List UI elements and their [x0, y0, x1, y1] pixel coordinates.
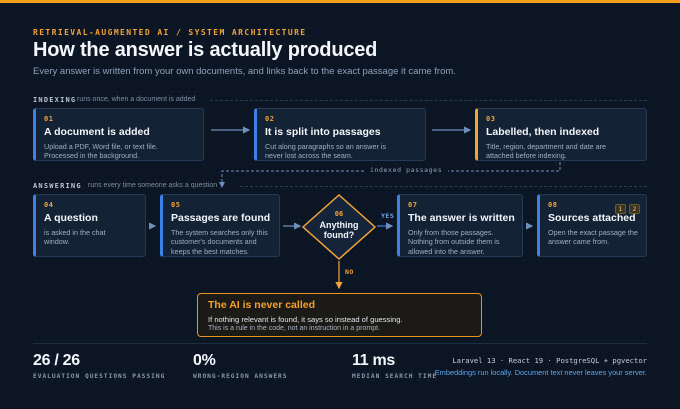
tech-stack: Laravel 13 · React 19 · PostgreSQL + pgv… — [452, 356, 647, 365]
step-number: 03 — [486, 115, 496, 123]
handoff-label: indexed passages — [364, 166, 449, 174]
fallback-title: The AI is never called — [208, 299, 315, 311]
step-number: 05 — [171, 201, 181, 209]
stat-label: MEDIAN SEARCH TIME — [352, 373, 438, 380]
step-card-07: 07 The answer is written Only from those… — [397, 194, 523, 257]
fallback-note: This is a rule in the code, not an instr… — [208, 325, 380, 332]
step-description: Open the exact passage the answer came f… — [548, 228, 638, 247]
indexing-lane-label: INDEXING — [33, 96, 77, 104]
top-accent-bar — [0, 0, 680, 3]
step-number: 02 — [265, 115, 275, 123]
step-card-08: 08 Sources attached Open the exact passa… — [537, 194, 647, 257]
stat-value: 0% — [193, 352, 216, 369]
step-title: The answer is written — [408, 212, 515, 224]
step-number: 08 — [548, 201, 558, 209]
source-badges: 1 2 — [615, 204, 640, 214]
indexing-lane-divider — [210, 100, 647, 101]
step-card-05: 05 Passages are found The system searche… — [160, 194, 280, 257]
step-card-01: 01 A document is added Upload a PDF, Wor… — [33, 108, 204, 161]
stat-search-time: 11 ms MEDIAN SEARCH TIME — [352, 352, 437, 380]
stat-evaluation: 26 / 26 EVALUATION QUESTIONS PASSING — [33, 352, 165, 380]
step-card-02: 02 It is split into passages Cut along p… — [254, 108, 426, 161]
step-number: 07 — [408, 201, 418, 209]
answering-lane-note: runs every time someone asks a question — [88, 182, 218, 189]
step-description: is asked in the chat window. — [44, 228, 106, 247]
step-number: 04 — [44, 201, 54, 209]
stat-label: WRONG-REGION ANSWERS — [193, 373, 288, 380]
step-title: It is split into passages — [265, 126, 381, 138]
page-title: How the answer is actually produced — [33, 39, 378, 61]
answering-lane-divider — [240, 186, 647, 187]
decision-title: Anything found? — [319, 220, 359, 241]
step-title: A document is added — [44, 126, 150, 138]
step-description: Cut along paragraphs so an answer is nev… — [265, 142, 387, 161]
footer-divider — [33, 343, 647, 344]
step-description: Upload a PDF, Word file, or text file. P… — [44, 142, 158, 161]
source-badge-2[interactable]: 2 — [629, 204, 640, 214]
step-description: Title, region, department and date are a… — [486, 142, 606, 161]
stat-value: 26 / 26 — [33, 352, 80, 369]
indexing-lane-note: runs once, when a document is added — [77, 96, 196, 103]
step-description: The system searches only this customer's… — [171, 228, 268, 256]
fallback-callout: The AI is never called If nothing releva… — [197, 293, 482, 337]
stat-wrong-region: 0% WRONG-REGION ANSWERS — [193, 352, 288, 380]
step-title: A question — [44, 212, 98, 224]
step-title: Sources attached — [548, 212, 636, 224]
step-card-03: 03 Labelled, then indexed Title, region,… — [475, 108, 647, 161]
stat-label: EVALUATION QUESTIONS PASSING — [33, 373, 166, 380]
decision-label: 06 Anything found? — [303, 210, 375, 241]
no-label: NO — [345, 268, 354, 276]
source-badge-1[interactable]: 1 — [615, 204, 626, 214]
decision-diamond — [301, 193, 377, 261]
answering-lane-label: ANSWERING — [33, 182, 82, 190]
eyebrow-label: RETRIEVAL-AUGMENTED AI / SYSTEM ARCHITEC… — [33, 28, 307, 37]
fallback-description: If nothing relevant is found, it says so… — [208, 315, 403, 324]
step-card-04: 04 A question is asked in the chat windo… — [33, 194, 146, 257]
step-description: Only from those passages. Nothing from o… — [408, 228, 500, 256]
yes-label: YES — [381, 212, 395, 220]
step-number: 06 — [334, 210, 344, 218]
step-number: 01 — [44, 115, 54, 123]
privacy-note: Embeddings run locally. Document text ne… — [434, 368, 647, 377]
step-title: Labelled, then indexed — [486, 126, 600, 138]
stat-value: 11 ms — [352, 352, 395, 369]
page-subtitle: Every answer is written from your own do… — [33, 66, 456, 77]
step-title: Passages are found — [171, 212, 271, 224]
